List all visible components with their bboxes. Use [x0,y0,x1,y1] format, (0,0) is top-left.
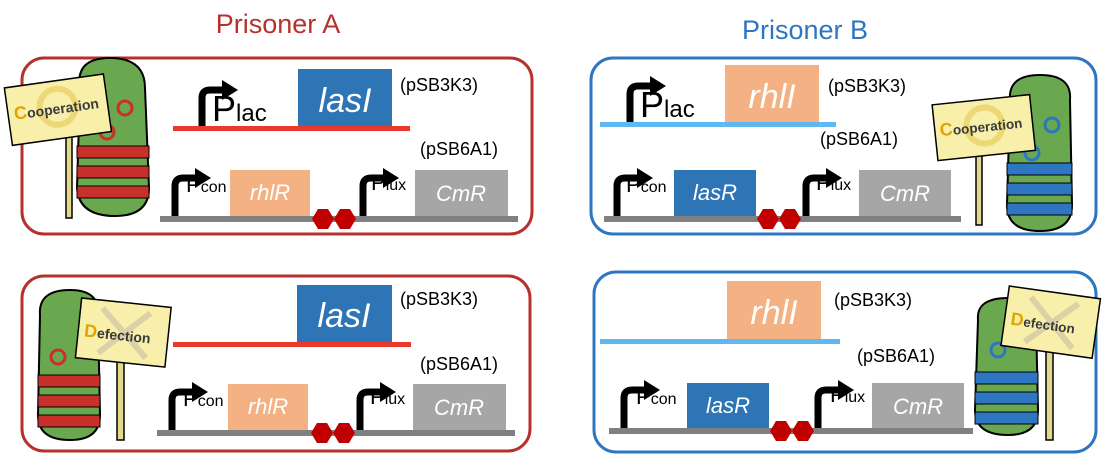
panel-a-top-frame [20,56,534,236]
svg-text:Plux: Plux [830,382,865,407]
panel-a-bottom-frame [20,274,532,453]
svg-text:Pcon: Pcon [636,384,676,409]
svg-text:Defection: Defection [1009,309,1076,338]
gene-cmr-label: CmR [436,181,486,206]
gene-cmr-label: CmR [893,394,943,419]
gene-rhlR [230,170,310,216]
terminator-icon [311,423,355,443]
svg-text:Pcon: Pcon [183,386,223,411]
promoter-p: P [830,382,845,407]
sign-initial: D [83,321,98,342]
svg-text:Plux: Plux [370,384,405,409]
panel-b-bottom: rhlI (pSB3K3) (pSB6A1) Pcon lasR Plux Cm… [592,270,1102,454]
promoter-p: P [640,84,664,125]
gene-rhlI-label: rhlI [750,294,798,332]
sign-text: ooperation [952,116,1023,138]
terminator-icon [312,209,356,229]
promoter-sub: lux [831,177,851,194]
plasmid-line [173,126,410,131]
gene-cmr [415,170,508,216]
promoter-sub: con [201,179,227,196]
promoter-p: P [626,172,641,197]
gene-rhlR [228,384,308,430]
gene-lasR-label: lasR [706,393,750,418]
plasmid-label: (pSB3K3) [400,75,478,95]
promoter-sub: con [198,393,224,410]
plasmid-label: (pSB6A1) [420,139,498,159]
sign-text: efection [1022,314,1075,336]
prisoner-a-title: Prisoner A [216,9,341,39]
gene-lasI [297,285,392,342]
plasmid-line [600,339,840,344]
terminator-icon [757,209,801,229]
svg-text:Plac: Plac [640,84,695,125]
plasmid-label: (pSB3K3) [828,76,906,96]
panel-a-bottom: Defection lasI (pSB3K3) (pSB6A1) Pcon rh… [20,274,532,453]
plasmid-label: (pSB3K3) [834,290,912,310]
gene-cmr [413,384,506,430]
gene-cmr [859,170,951,216]
promoter-p: P [371,170,386,195]
promoter-sub: lux [385,391,405,408]
promoter-sub: lac [664,96,695,123]
svg-text:Pcon: Pcon [626,172,666,197]
promoter-p: P [370,384,385,409]
prisoner-cooperation-icon: Cooperation [3,56,151,219]
prisoner-cooperation-icon: Cooperation [931,73,1074,233]
svg-text:Defection: Defection [83,321,151,348]
promoter-p: P [636,384,651,409]
panel-b-top-frame [589,56,1098,236]
gene-cmr-label: CmR [880,181,930,206]
promoter-p: P [186,172,201,197]
svg-text:Plux: Plux [816,170,851,195]
promoter-sub: lac [236,100,267,127]
gene-lasR [687,383,769,428]
gene-lasI-label: lasI [318,297,371,335]
svg-text:Pcon: Pcon [186,172,226,197]
promoter-sub: lux [845,389,865,406]
svg-text:Cooperation: Cooperation [939,112,1023,141]
sign-initial: D [1009,309,1025,331]
sign-initial: C [13,102,29,124]
plasmid-line [600,122,836,127]
gene-lasR-label: lasR [693,180,737,205]
gene-cmr-label: CmR [434,395,484,420]
gene-lasI-label: lasI [319,82,372,120]
panel-a-top: Cooperation Plac lasI (pSB3K3) (pSB6A1) … [3,56,534,236]
prisoner-defection-icon: Defection [36,288,172,442]
gene-rhlR-label: rhlR [250,180,290,205]
plasmid-label: (pSB3K3) [400,289,478,309]
prisoner-b-title: Prisoner B [742,15,868,45]
plasmid-label: (pSB6A1) [857,346,935,366]
gene-lasI [298,69,392,127]
svg-text:Plux: Plux [371,170,406,195]
plasmid-label: (pSB6A1) [820,129,898,149]
gene-rhlR-label: rhlR [248,394,288,419]
svg-text:Plac: Plac [212,88,267,129]
promoter-p: P [212,88,236,129]
promoter-sub: con [641,179,667,196]
gene-rhlI-label: rhlI [748,78,796,116]
gene-rhlI [727,281,821,339]
promoter-p: P [816,170,831,195]
panel-b-bottom-frame [592,270,1098,454]
gene-lasR [674,170,756,216]
panel-b-top: Plac rhlI (pSB3K3) (pSB6A1) Pcon lasR Pl… [589,56,1098,236]
prisoner-defection-icon: Defection [973,285,1102,441]
plasmid-line [173,342,411,347]
promoter-p: P [183,386,198,411]
promoter-sub: lux [386,177,406,194]
promoter-sub: con [651,391,677,408]
sign-text: efection [96,325,151,347]
terminator-icon [770,421,814,441]
plasmid-label: (pSB6A1) [420,354,498,374]
gene-rhlI [725,65,819,123]
gene-cmr [872,383,964,428]
sign-initial: C [939,119,954,140]
